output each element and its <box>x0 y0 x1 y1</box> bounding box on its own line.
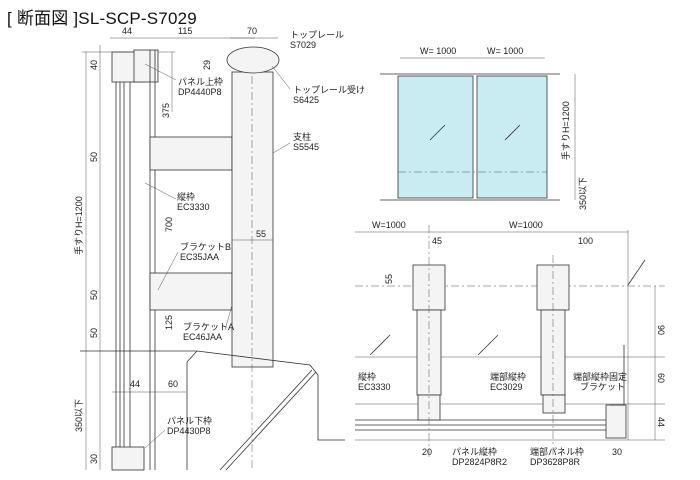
dim-plan-w1: W=1000 <box>372 220 406 230</box>
svg-text:DP4430P8: DP4430P8 <box>167 426 211 436</box>
dim-115: 115 <box>178 26 192 36</box>
front-elevation: W= 1000 W= 1000 手すりH=1200 350以下 <box>380 46 588 210</box>
dim-45: 45 <box>432 236 442 246</box>
dim-plan-w2: W=1000 <box>509 220 543 230</box>
svg-text:DP4440P8: DP4440P8 <box>178 87 222 97</box>
dim-w1: W= 1000 <box>420 46 456 56</box>
dim-plan-55: 55 <box>384 274 394 284</box>
side-section: 44 115 70 40 375 50 700 手すりH=1200 50 50 … <box>73 26 365 471</box>
svg-text:EC3330: EC3330 <box>177 202 210 212</box>
dim-44b: 44 <box>130 379 140 389</box>
svg-text:ブラケットB: ブラケットB <box>180 241 231 252</box>
plan-section: W=1000 W=1000 45 100 55 90 60 44 20 30 縦… <box>355 220 666 467</box>
svg-text:EC3029: EC3029 <box>490 382 523 392</box>
svg-text:端部縦枠: 端部縦枠 <box>490 371 526 382</box>
svg-text:EC35JAA: EC35JAA <box>180 252 219 262</box>
svg-text:ブラケットA: ブラケットA <box>183 321 234 332</box>
dim-elev-350: 350以下 <box>578 177 588 210</box>
dim-44: 44 <box>122 26 132 36</box>
svg-text:DP2824P8R2: DP2824P8R2 <box>452 457 507 467</box>
dim-90: 90 <box>656 325 666 335</box>
svg-text:支柱: 支柱 <box>293 131 311 142</box>
svg-text:S7029: S7029 <box>290 40 316 50</box>
svg-text:縦枠: 縦枠 <box>358 371 376 382</box>
dim-29: 29 <box>202 60 212 70</box>
svg-text:EC3330: EC3330 <box>358 382 391 392</box>
dim-40: 40 <box>89 60 99 70</box>
svg-text:縦枠: 縦枠 <box>177 191 195 202</box>
svg-text:端部縦枠固定: 端部縦枠固定 <box>573 371 627 382</box>
dim-70: 70 <box>247 26 257 36</box>
svg-text:パネル下枠: パネル下枠 <box>167 415 212 426</box>
dim-elev-height: 手すりH=1200 <box>560 101 571 160</box>
dim-handrail-height: 手すりH=1200 <box>73 196 84 255</box>
dim-700: 700 <box>164 217 174 232</box>
dim-50a: 50 <box>89 152 99 162</box>
svg-text:EC46JAA: EC46JAA <box>183 332 222 342</box>
dim-20: 20 <box>422 447 432 457</box>
svg-text:パネル縦枠: パネル縦枠 <box>452 446 497 457</box>
svg-text:S5545: S5545 <box>293 142 319 152</box>
dim-125: 125 <box>164 315 174 330</box>
svg-text:トップレール: トップレール <box>290 30 344 40</box>
dim-30: 30 <box>89 454 99 464</box>
dim-50c: 50 <box>89 328 99 338</box>
svg-text:トップレール受け: トップレール受け <box>293 84 365 95</box>
dim-375: 375 <box>161 103 171 118</box>
svg-text:S6425: S6425 <box>293 95 319 105</box>
dim-w2: W= 1000 <box>487 46 523 56</box>
svg-text:DP3628P8R: DP3628P8R <box>530 457 581 467</box>
dim-30b: 30 <box>612 447 622 457</box>
svg-text:ブラケット: ブラケット <box>580 381 625 392</box>
dim-60: 60 <box>168 379 178 389</box>
drawing-title: [ 断面図 ]SL-SCP-S7029 <box>7 9 197 28</box>
svg-text:端部パネル枠: 端部パネル枠 <box>530 446 584 457</box>
dim-plan-44: 44 <box>656 417 666 427</box>
dim-100: 100 <box>578 236 593 246</box>
dim-50b: 50 <box>89 290 99 300</box>
dim-55: 55 <box>256 229 266 239</box>
dim-350: 350以下 <box>74 399 84 432</box>
svg-text:パネル上枠: パネル上枠 <box>178 76 223 87</box>
dim-plan-60: 60 <box>656 373 666 383</box>
